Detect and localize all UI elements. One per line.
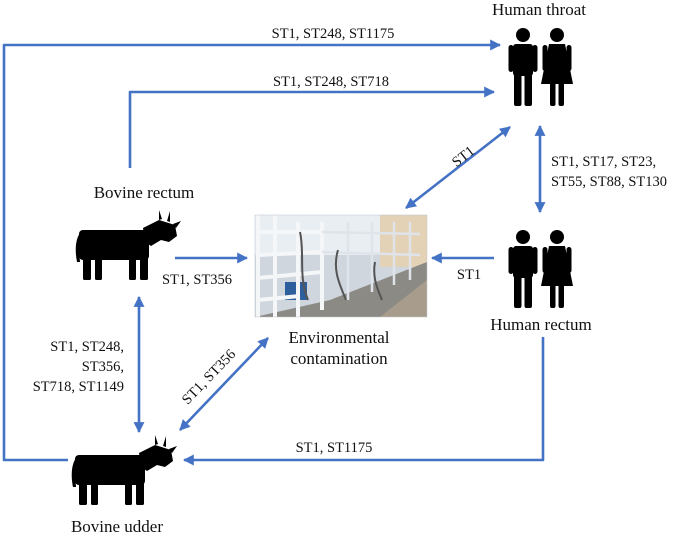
edge-label-bovine-rectum-to-throat: ST1, ST248, ST718 bbox=[273, 74, 389, 90]
bovine-rectum-label: Bovine rectum bbox=[94, 183, 195, 202]
edge-label-bovine-rectum-udder-line3: ST718, ST1149 bbox=[33, 379, 124, 395]
milking-parlor-photo bbox=[254, 214, 428, 318]
arrow-env-throat bbox=[405, 125, 511, 210]
arrow-bovine-rectum-to-throat bbox=[128, 86, 496, 168]
bovine-udder-cow-icon bbox=[71, 435, 177, 505]
human-rectum-icon bbox=[508, 230, 573, 308]
bovine-rectum-cow-icon bbox=[75, 210, 181, 280]
edge-label-human-rectum-to-udder: ST1, ST1175 bbox=[296, 440, 373, 456]
bovine-udder-label: Bovine udder bbox=[71, 517, 163, 536]
edge-label-bovine-rectum-udder-line2: ST356, bbox=[82, 359, 124, 375]
arrows bbox=[2, 39, 546, 466]
human-throat-label: Human throat bbox=[492, 0, 586, 19]
edge-label-human-rectum-to-env: ST1 bbox=[457, 267, 481, 283]
edge-label-env-throat: ST1 bbox=[449, 143, 478, 170]
edge-label-throat-rectum-line1: ST1, ST17, ST23, bbox=[551, 154, 656, 170]
edge-label-throat-rectum-line2: ST55, ST88, ST130 bbox=[551, 174, 667, 190]
arrow-human-rectum-to-udder bbox=[182, 337, 545, 466]
edge-label-bovine-rectum-udder-line1: ST1, ST248, bbox=[50, 339, 124, 355]
edge-label-udder-to-throat: ST1, ST248, ST1175 bbox=[272, 26, 395, 42]
arrow-env-udder bbox=[179, 337, 269, 431]
environment-label-line2: contamination bbox=[290, 349, 388, 368]
human-rectum-label: Human rectum bbox=[490, 315, 592, 334]
edge-label-bovine-rectum-to-env: ST1, ST356 bbox=[162, 272, 232, 288]
environment-label-line1: Environmental bbox=[288, 328, 389, 347]
human-throat-icon bbox=[508, 28, 573, 106]
arrow-udder-to-throat bbox=[2, 39, 502, 462]
